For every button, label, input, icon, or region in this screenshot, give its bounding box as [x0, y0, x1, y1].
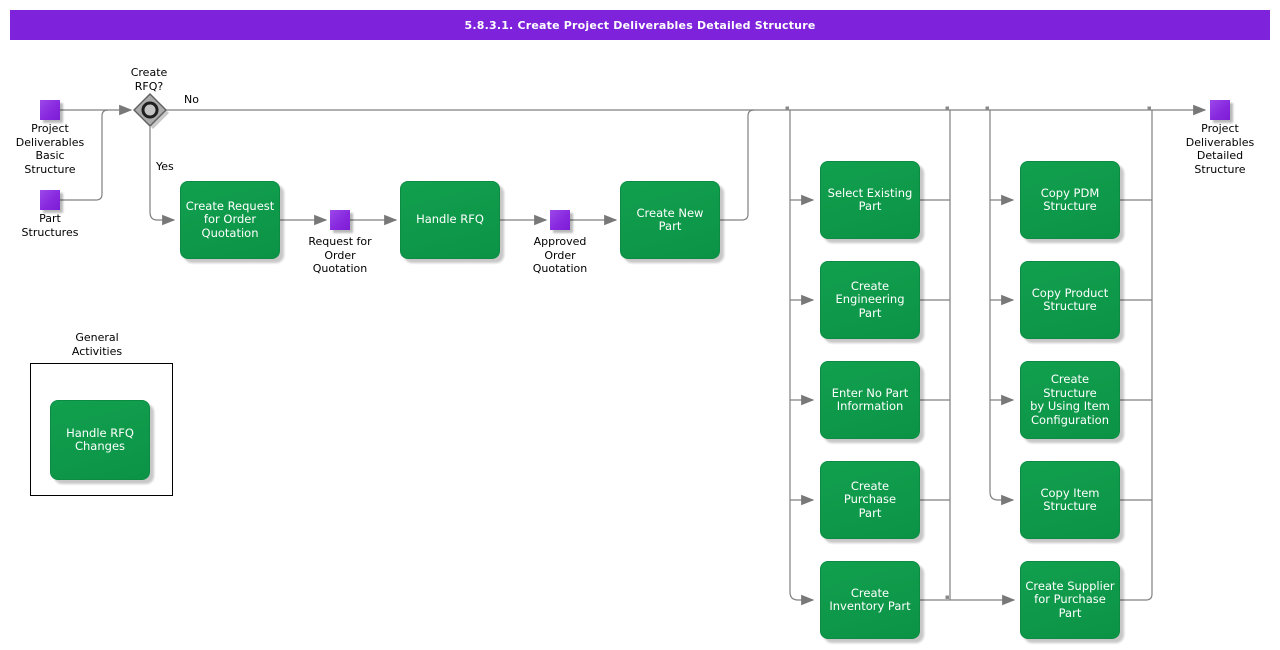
- activity-create-new-part[interactable]: Create New Part: [620, 181, 720, 259]
- decision-gateway[interactable]: [133, 93, 169, 129]
- branch-yes-label: Yes: [156, 160, 174, 173]
- activity-create-engineering-part[interactable]: Create Engineering Part: [820, 261, 920, 339]
- general-activities-frame: [30, 363, 173, 496]
- activity-create-inventory-part[interactable]: Create Inventory Part: [820, 561, 920, 639]
- activity-create-purchase-part[interactable]: Create Purchase Part: [820, 461, 920, 539]
- event-project-deliverables-detailed[interactable]: [1210, 100, 1230, 120]
- activity-copy-pdm-structure[interactable]: Copy PDM Structure: [1020, 161, 1120, 239]
- activity-handle-rfq[interactable]: Handle RFQ: [400, 181, 500, 259]
- junction-marks: [785, 106, 1151, 599]
- event-part-structures[interactable]: [40, 190, 60, 210]
- activity-handle-rfq-changes[interactable]: Handle RFQ Changes: [50, 400, 150, 480]
- activity-create-supplier-for-purchase-part[interactable]: Create Supplier for Purchase Part: [1020, 561, 1120, 639]
- general-activities-label: General Activities: [71, 331, 123, 358]
- activity-create-request-for-order-quotation[interactable]: Create Request for Order Quotation: [180, 181, 280, 259]
- event-label-approved-order-quotation: Approved Order Quotation: [532, 235, 588, 275]
- event-approved-order-quotation[interactable]: [550, 210, 570, 230]
- activity-copy-product-structure[interactable]: Copy Product Structure: [1020, 261, 1120, 339]
- event-request-for-order-quotation[interactable]: [330, 210, 350, 230]
- connectors: [60, 104, 1207, 606]
- event-label-project-deliverables-basic: Project Deliverables Basic Structure: [15, 122, 85, 176]
- event-project-deliverables-basic[interactable]: [40, 100, 60, 120]
- decision-question-label: Create RFQ?: [130, 66, 168, 93]
- branch-no-label: No: [184, 93, 199, 106]
- activity-copy-item-structure[interactable]: Copy Item Structure: [1020, 461, 1120, 539]
- activity-select-existing-part[interactable]: Select Existing Part: [820, 161, 920, 239]
- activity-create-structure-by-using-item-configuration[interactable]: Create Structure by Using Item Configura…: [1020, 361, 1120, 439]
- event-label-request-for-order-quotation: Request for Order Quotation: [308, 235, 372, 275]
- event-label-project-deliverables-detailed: Project Deliverables Detailed Structure: [1185, 122, 1255, 176]
- activity-enter-no-part-information[interactable]: Enter No Part Information: [820, 361, 920, 439]
- diagram-title-bar: 5.8.3.1. Create Project Deliverables Det…: [10, 10, 1270, 40]
- event-label-part-structures: Part Structures: [21, 212, 79, 239]
